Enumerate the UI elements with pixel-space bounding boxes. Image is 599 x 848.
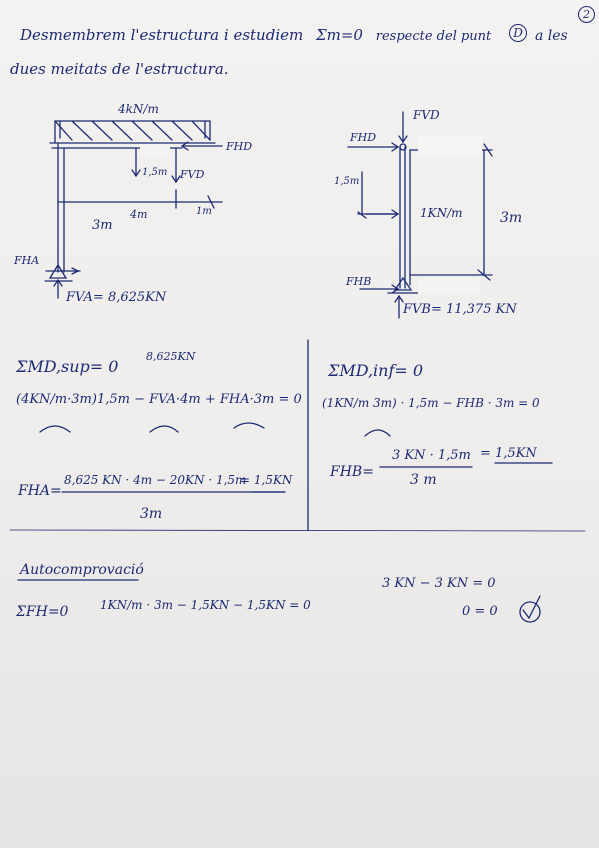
check-title: Autocomprovació [20,562,144,578]
right-result: = 1,5KN [480,446,537,461]
header-text-b: respecte del punt [375,29,492,44]
right-fhb-label: FHB [346,275,372,288]
check-equation: 1KN/m · 3m − 1,5KN − 1,5KN = 0 [100,598,311,612]
redaction-patch-2 [418,278,480,294]
header-line1c: a les [535,28,568,44]
check-sum: ΣFH=0 [16,604,69,620]
header-text-a: Desmembrem l'estructura i estudiem [20,26,304,44]
right-moment-equation: (1KN/m 3m) · 1,5m − FHB · 3m = 0 [322,396,540,410]
right-dim3-label: 3m [500,210,523,226]
left-sum-moment: ΣMD,sup= 0 [16,357,119,376]
left-fha-result-label: FHA= [18,483,62,499]
cw-arrow-1 [149,425,179,433]
left-frame-drawing [44,120,223,299]
right-numerator: 3 KN · 1,5m [392,448,471,463]
right-load-label: 1KN/m [420,206,463,220]
horizontal-rule [9,529,586,532]
header-line2: dues meitats de l'estructura. [10,60,229,78]
right-fvb-label: FVB= 11,375 KN [403,302,517,317]
ccw-arrow-1 [39,425,71,433]
check-result-2: 0 = 0 [462,604,498,619]
left-load-label: 4kN/m [118,102,159,116]
page-number-label: 2 [583,8,590,21]
left-dim4-label: 4m [130,208,148,221]
header-text-c: a les [535,28,568,44]
header-sum: Σm=0 [316,26,363,44]
redaction-patch-3 [140,145,170,157]
cw-arrow-2 [364,429,391,437]
right-fhb-result-label: FHB= [330,464,374,480]
page-number: 2 [578,6,595,23]
check-result-1: 3 KN − 3 KN = 0 [382,576,496,591]
left-fha-label: FHA [14,254,40,267]
header-line1: Desmembrem l'estructura i estudiem Σm=0 … [20,26,491,44]
right-frame-drawing [347,111,493,319]
left-dim3-label: 3m [92,218,113,233]
right-h15-label: 1,5m [334,176,360,187]
left-numerator: 8,625 KN · 4m − 20KN · 1,5m [64,473,247,487]
ccw-arrow-2 [233,422,265,429]
left-moment-equation: (4KN/m·3m)1,5m − FVA·4m + FHA·3m = 0 [16,392,302,407]
right-fvd-label: FVD [413,108,440,122]
left-fva-value: 8,625KN [146,350,196,363]
right-denominator: 3 m [410,472,437,488]
left-fvd-label: FVD [180,168,205,181]
check-mark-icon [522,595,541,620]
header-point-label: D [513,26,523,40]
right-sum-moment: ΣMD,inf= 0 [328,361,424,380]
left-h15-label: 1,5m [142,167,168,178]
left-result: = 1,5KN [240,473,293,487]
left-dim1-label: 1m [196,206,212,217]
check-circle-icon [519,601,541,623]
header-text-2: dues meitats de l'estructura. [10,60,229,78]
left-denominator: 3m [140,506,163,522]
redaction-patch-1 [418,135,482,155]
right-fhd-label: FHD [350,131,377,144]
header-point: D [509,24,527,42]
left-fva-label: FVA= 8,625KN [66,290,167,305]
left-fhd-label: FHD [226,140,253,153]
